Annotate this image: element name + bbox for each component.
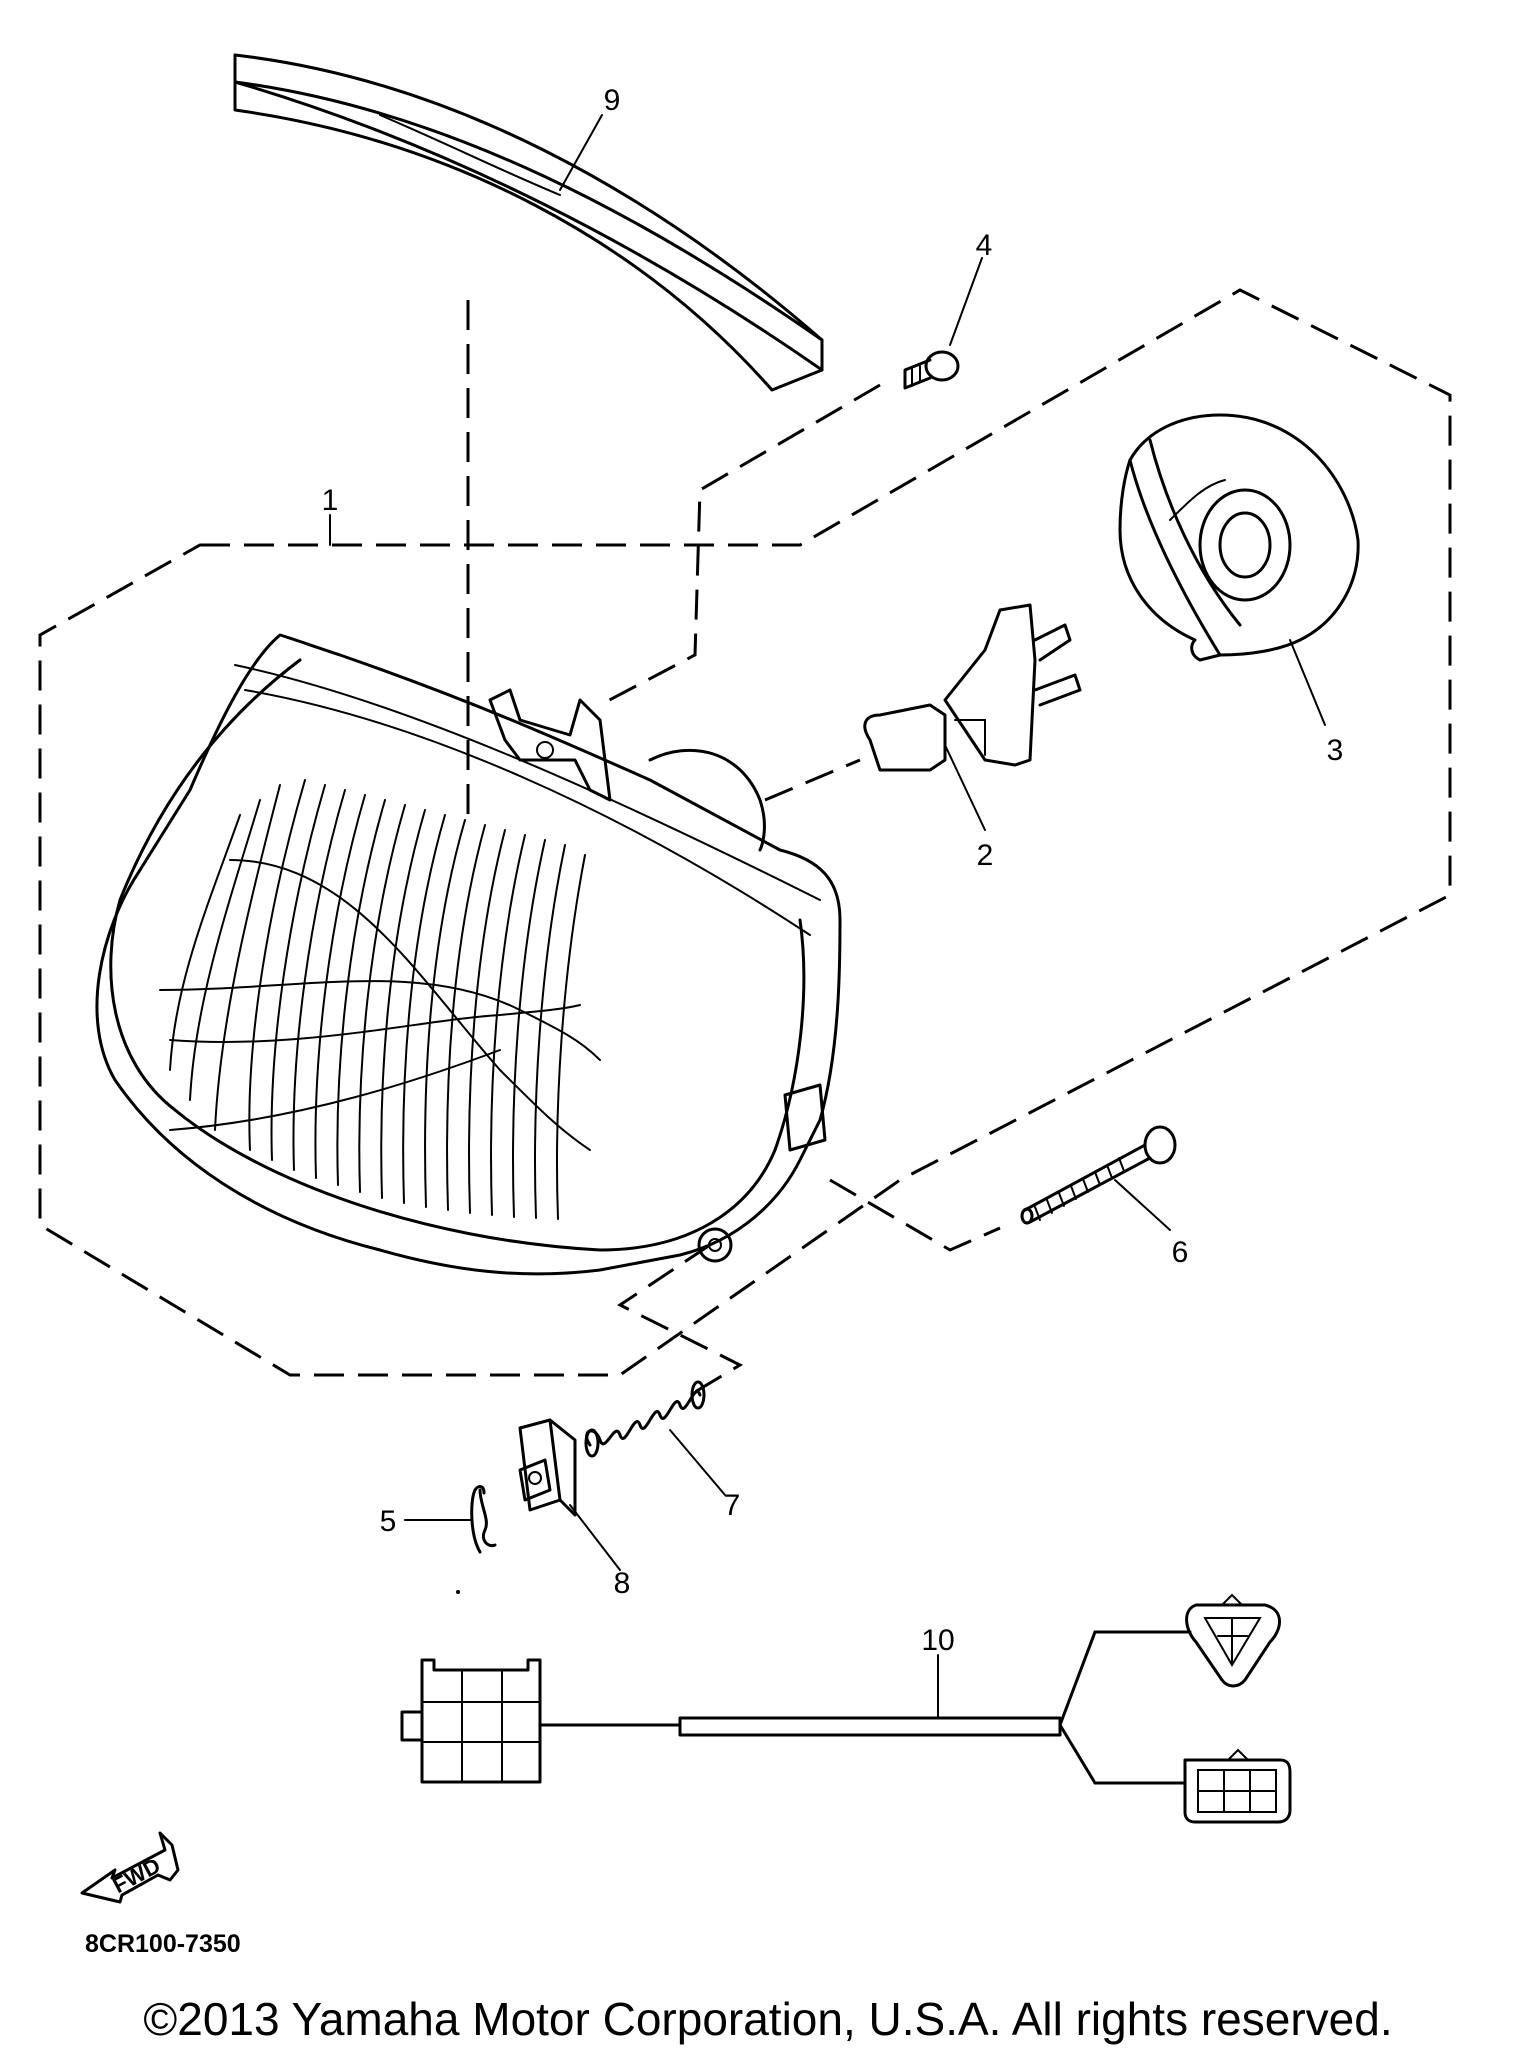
stray-dot (456, 1590, 460, 1594)
part-6-adjusting-screw (1020, 1125, 1177, 1225)
leader-3 (1289, 639, 1326, 726)
leader-4 (949, 257, 983, 346)
callout-3: 3 (1327, 734, 1344, 767)
leader-9 (559, 114, 603, 191)
callout-9: 9 (604, 84, 621, 117)
copyright-notice: ©2013 Yamaha Motor Corporation, U.S.A. A… (143, 1993, 1393, 2045)
part-7-spring (584, 1380, 706, 1458)
part-4-screw (903, 350, 960, 390)
leader-6 (1114, 1179, 1171, 1231)
callout-5: 5 (380, 1505, 397, 1538)
part-10-wire-harness (400, 1593, 1292, 1824)
part-8-nut-clip (518, 1418, 577, 1517)
callout-1: 1 (322, 484, 339, 517)
leader-8 (569, 1504, 621, 1571)
part-3-bulb-cover (1118, 413, 1360, 662)
callout-2: 2 (977, 839, 994, 872)
part-2-bulb (863, 603, 1082, 772)
leader-part-4 (599, 383, 881, 707)
part-9-reflector-strip (233, 53, 824, 392)
callout-10: 10 (921, 1624, 954, 1657)
diagram-code: 8CR100-7350 (85, 1930, 241, 1958)
part-1-headlight-housing (95, 633, 842, 1276)
leader-part-7 (617, 1243, 744, 1397)
leader-part-6 (829, 1178, 1001, 1252)
callout-4: 4 (976, 229, 993, 262)
callout-8: 8 (614, 1567, 631, 1600)
fwd-label: FWD (108, 1853, 164, 1899)
fwd-arrow-icon: FWD (80, 1831, 180, 1904)
callout-6: 6 (1172, 1236, 1189, 1269)
part-5-clip-pin (470, 1485, 497, 1554)
headlight-assembly-boundary (38, 288, 1452, 1377)
leader-2 (944, 744, 986, 831)
callout-7: 7 (724, 1489, 741, 1522)
leader-7 (669, 1429, 726, 1496)
leader-part-2 (764, 758, 861, 802)
